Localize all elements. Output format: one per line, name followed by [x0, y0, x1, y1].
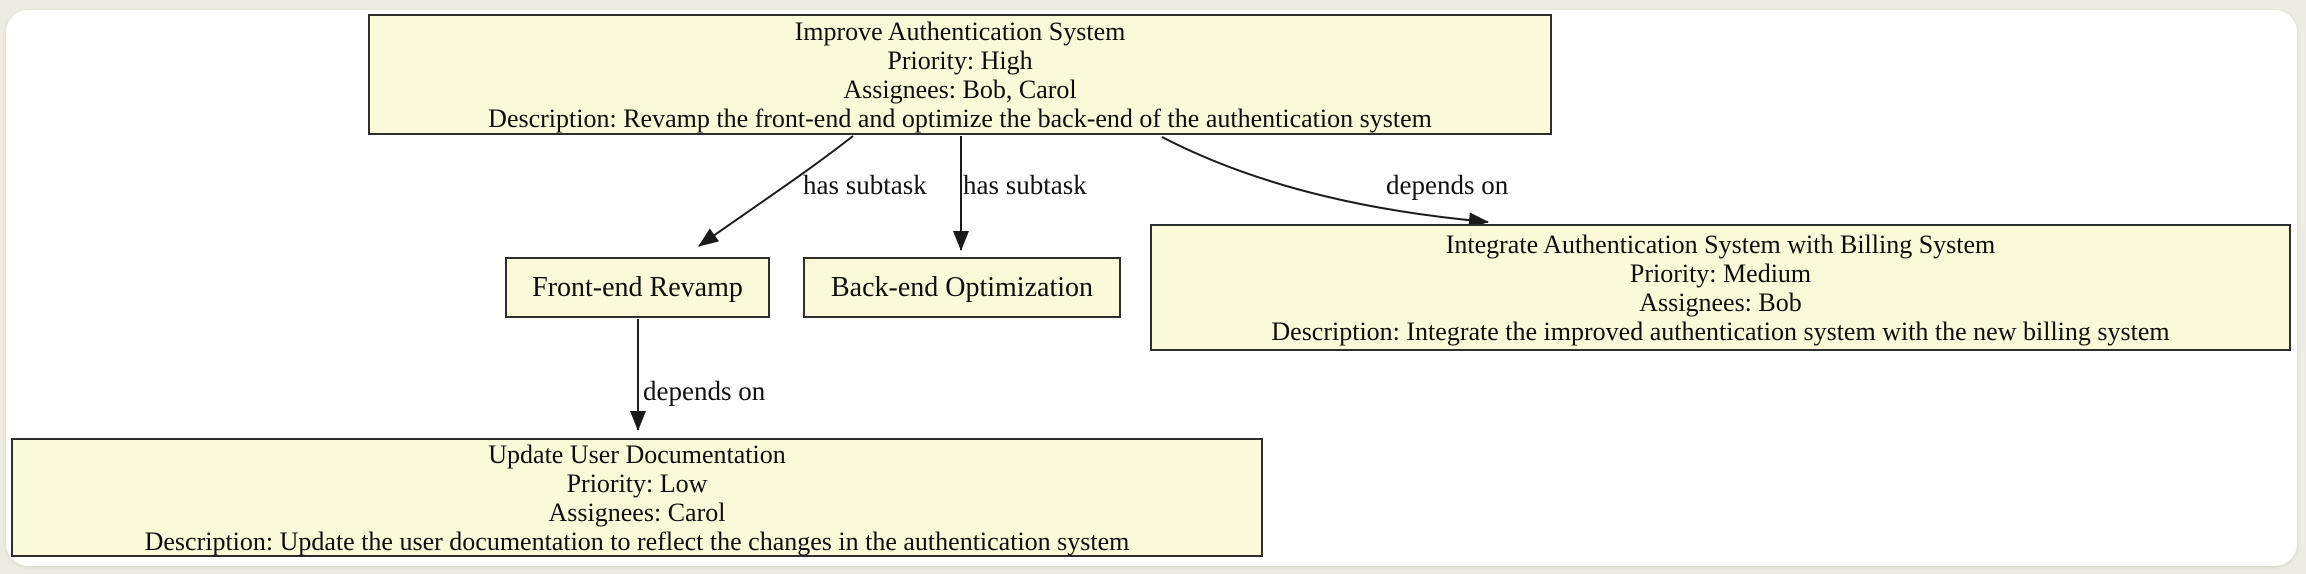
edge-label-improve-to-integrate: depends on [1386, 170, 1509, 200]
node-improve-auth: Improve Authentication System Priority: … [368, 14, 1552, 135]
node-integrate-billing-description: Description: Integrate the improved auth… [1271, 316, 2170, 346]
node-improve-auth-description: Description: Revamp the front-end and op… [488, 103, 1432, 133]
node-integrate-billing-priority: Priority: Medium [1629, 258, 1812, 288]
node-backend-optimization-title: Back-end Optimization [830, 271, 1094, 303]
node-update-docs-priority: Priority: Low [566, 468, 708, 498]
node-integrate-billing-assignees: Assignees: Bob [1639, 287, 1802, 317]
node-improve-auth-priority: Priority: High [887, 45, 1033, 75]
node-improve-auth-title: Improve Authentication System [794, 16, 1126, 46]
node-update-docs-description: Description: Update the user documentati… [144, 526, 1130, 556]
node-integrate-billing: Integrate Authentication System with Bil… [1150, 224, 2291, 351]
node-update-docs: Update User Documentation Priority: Low … [11, 438, 1263, 557]
node-backend-optimization: Back-end Optimization [803, 257, 1121, 318]
node-update-docs-title: Update User Documentation [488, 439, 786, 469]
node-update-docs-assignees: Assignees: Carol [548, 497, 726, 527]
node-frontend-revamp-title: Front-end Revamp [532, 271, 743, 303]
node-improve-auth-assignees: Assignees: Bob, Carol [843, 74, 1077, 104]
edge-label-improve-to-backend: has subtask [963, 170, 1087, 200]
edge-label-improve-to-frontend: has subtask [803, 170, 927, 200]
node-integrate-billing-title: Integrate Authentication System with Bil… [1445, 229, 1996, 259]
node-frontend-revamp: Front-end Revamp [505, 257, 770, 318]
edge-label-frontend-to-docs: depends on [643, 376, 766, 406]
